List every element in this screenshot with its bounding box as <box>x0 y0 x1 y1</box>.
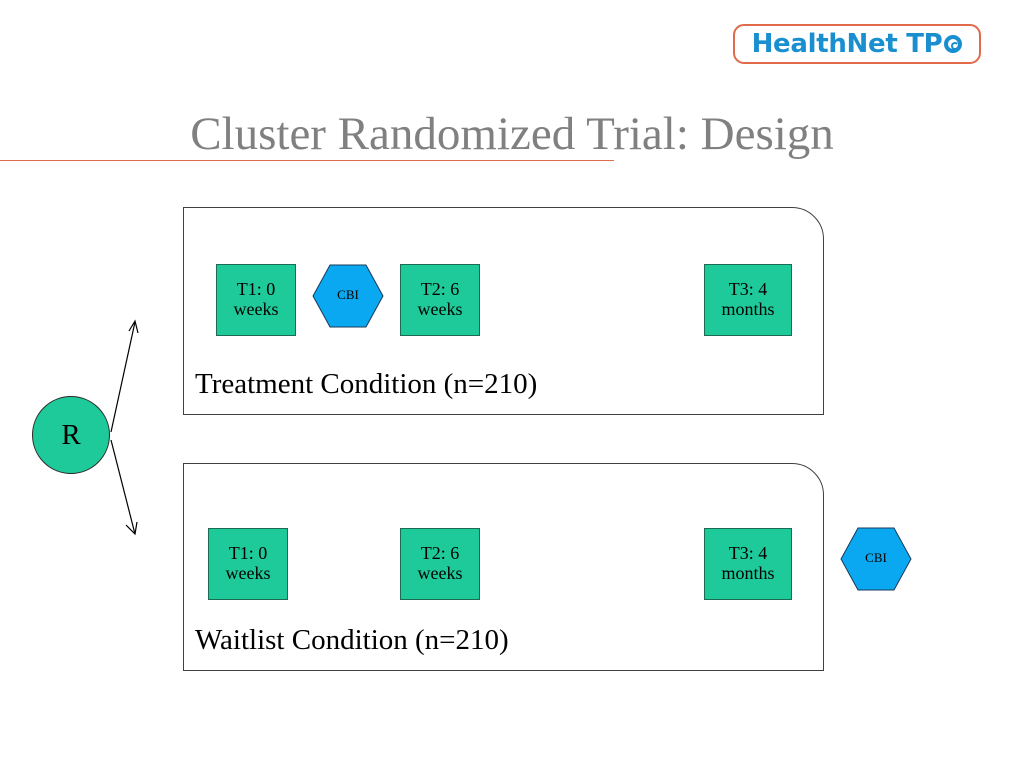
treatment-t3-line1: T3: 4 <box>728 279 768 299</box>
slide-title: Cluster Randomized Trial: Design <box>190 108 834 160</box>
treatment-t2-line1: T2: 6 <box>420 279 460 299</box>
waitlist-t1-line1: T1: 0 <box>228 543 268 563</box>
treatment-condition-label: Treatment Condition (n=210) <box>195 368 538 400</box>
healthnet-logo: HealthNet TP <box>733 24 981 64</box>
treatment-t1-box: T1: 0 weeks <box>216 264 296 336</box>
waitlist-t1-line2: weeks <box>225 563 271 583</box>
randomization-label: R <box>61 418 81 451</box>
treatment-cbi-label: CBI <box>337 287 359 302</box>
treatment-t1-line2: weeks <box>233 299 279 319</box>
hexagon-icon <box>312 264 384 328</box>
waitlist-t1-box: T1: 0 weeks <box>208 528 288 600</box>
treatment-t2-line2: weeks <box>417 299 463 319</box>
arrow-to-waitlist <box>110 439 136 535</box>
randomization-node: R <box>32 396 110 474</box>
arrow-to-treatment <box>110 321 136 433</box>
treatment-t1-line1: T1: 0 <box>236 279 276 299</box>
arrowhead-down-icon <box>125 521 138 536</box>
waitlist-cbi-label: CBI <box>865 550 887 565</box>
treatment-t2-box: T2: 6 weeks <box>400 264 480 336</box>
waitlist-t2-line2: weeks <box>417 563 463 583</box>
treatment-condition-box: T1: 0 weeks CBI T2: 6 weeks T3: 4 months… <box>183 207 824 415</box>
treatment-cbi-hexagon: CBI <box>312 264 384 328</box>
waitlist-cbi-hexagon: CBI <box>840 527 912 591</box>
logo-text: HealthNet TP <box>751 29 943 59</box>
waitlist-t3-line2: months <box>721 563 775 583</box>
hexagon-icon <box>840 527 912 591</box>
waitlist-t3-box: T3: 4 months <box>704 528 792 600</box>
treatment-t3-box: T3: 4 months <box>704 264 792 336</box>
waitlist-t3-line1: T3: 4 <box>728 543 768 563</box>
title-underline <box>0 160 614 161</box>
waitlist-condition-label: Waitlist Condition (n=210) <box>195 624 509 656</box>
waitlist-t2-line1: T2: 6 <box>420 543 460 563</box>
waitlist-condition-box: T1: 0 weeks T2: 6 weeks T3: 4 months Wai… <box>183 463 824 671</box>
treatment-t3-line2: months <box>721 299 775 319</box>
arrowhead-up-icon <box>128 319 139 334</box>
waitlist-t2-box: T2: 6 weeks <box>400 528 480 600</box>
copyright-circle-icon <box>944 35 963 53</box>
